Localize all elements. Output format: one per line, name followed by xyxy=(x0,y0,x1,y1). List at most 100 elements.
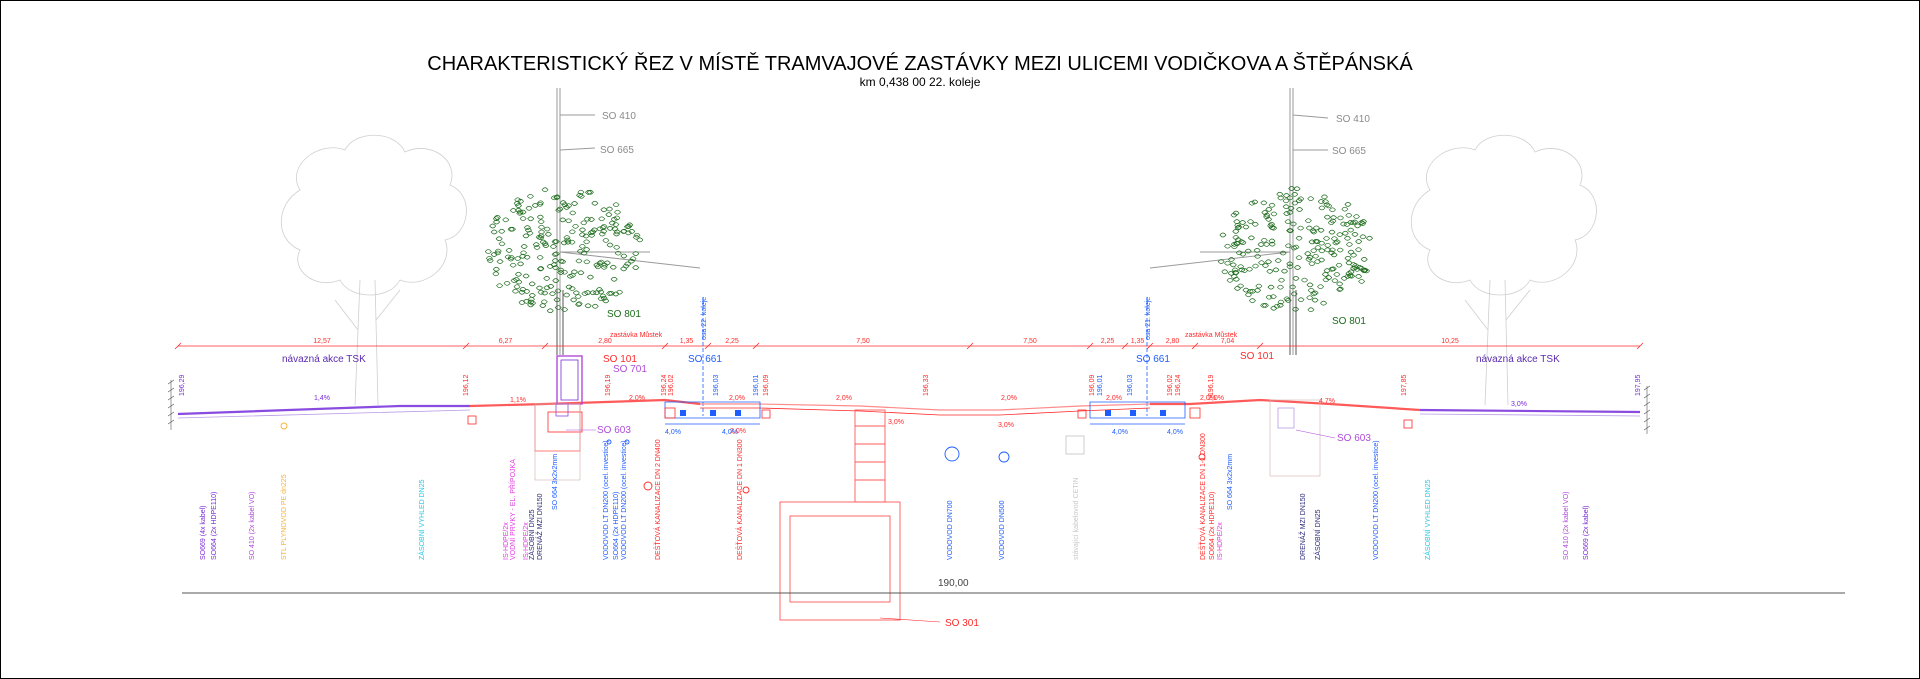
leaf xyxy=(585,190,593,195)
utility-label: VODOVOD DN500 xyxy=(999,500,1006,560)
leaf xyxy=(550,195,558,201)
leaf xyxy=(1346,273,1354,279)
leaf xyxy=(602,298,610,304)
label-so301: SO 301 xyxy=(945,618,979,629)
leaf xyxy=(568,229,576,235)
leaf xyxy=(578,232,586,238)
leaf xyxy=(1267,284,1275,290)
leaf xyxy=(570,269,578,275)
leaf xyxy=(1314,245,1322,250)
elevation-value: 196,01 xyxy=(1097,374,1104,396)
leaf xyxy=(563,235,571,240)
leaf xyxy=(1312,253,1320,259)
leaf xyxy=(1323,214,1331,220)
leaf xyxy=(1277,195,1285,201)
leaf xyxy=(1270,305,1278,311)
leaf xyxy=(1344,202,1352,207)
leaf xyxy=(1322,272,1329,277)
leaf xyxy=(527,299,535,305)
leaf xyxy=(498,228,506,234)
leaf xyxy=(1286,228,1294,233)
label-so661-left: SO 661 xyxy=(688,354,722,365)
dimension-tick xyxy=(661,342,669,350)
leaf xyxy=(1265,259,1272,265)
leaf xyxy=(1318,248,1326,254)
leaf xyxy=(518,300,526,305)
leaf xyxy=(1345,242,1353,247)
leaf xyxy=(1224,260,1232,266)
leaf xyxy=(537,266,545,271)
utility-label: DRENÁŽ MZI DN150 xyxy=(535,493,544,560)
leaf xyxy=(1329,218,1337,224)
slope-value: 1,4% xyxy=(314,395,330,402)
utility-label: VODOVOD DN700 xyxy=(947,500,954,560)
leaf xyxy=(1351,232,1359,237)
leaf xyxy=(513,201,521,206)
leaf xyxy=(1292,244,1300,250)
leaf xyxy=(600,264,608,270)
leaf xyxy=(1274,258,1282,263)
utility-label: SO669 (2x kabel) xyxy=(1583,506,1590,560)
leaf xyxy=(515,279,523,285)
leaf xyxy=(1290,245,1298,251)
leaf xyxy=(538,229,545,235)
leaf xyxy=(1268,238,1276,244)
utility-label: SO 664 3x2x2mm xyxy=(552,454,559,510)
leaf xyxy=(522,273,530,279)
utility-label: IS-HDPE/2x xyxy=(503,522,510,560)
label-so410-right: SO 410 xyxy=(1336,114,1370,125)
leaf xyxy=(549,291,556,297)
leaf xyxy=(1253,248,1261,253)
label-so801-left: SO 801 xyxy=(607,309,641,320)
leaf xyxy=(1318,205,1326,211)
leaf xyxy=(490,252,498,257)
leaf xyxy=(1301,277,1308,283)
leaf xyxy=(539,303,547,308)
leaf xyxy=(620,266,628,272)
slope-value: 2,0% xyxy=(1200,395,1216,402)
leaf xyxy=(609,264,617,270)
leaf xyxy=(1337,215,1344,221)
leaf xyxy=(493,215,501,220)
leaf xyxy=(556,206,564,212)
leaf xyxy=(528,281,536,287)
leaf xyxy=(575,302,583,307)
leaf xyxy=(527,302,535,308)
leaf xyxy=(507,226,515,232)
utility-label: VODOVOD LT DN200 (ocel. investice) xyxy=(603,440,610,560)
leaf xyxy=(568,286,576,291)
label-so603-right: SO 603 xyxy=(1337,433,1371,444)
dimension-value: 7,04 xyxy=(1221,338,1235,345)
utility-label: DEŠŤOVÁ KANALIZACE DN 1 DN300 xyxy=(735,439,744,560)
leaf xyxy=(1353,214,1360,219)
tree-left xyxy=(484,187,644,355)
leaf xyxy=(1307,307,1315,313)
leaf xyxy=(484,249,492,254)
leaf xyxy=(1355,239,1363,244)
utility-label: SO664 (2x HDPE110) xyxy=(211,492,218,560)
label-axis-21: osa 21. koleje xyxy=(1145,297,1152,340)
leaf xyxy=(572,223,579,229)
leaf xyxy=(583,239,591,245)
dimension-value: 2,25 xyxy=(1101,338,1115,345)
leaf xyxy=(541,290,549,296)
leaf xyxy=(537,233,545,239)
utility-label: SO 410 (2x kabel VO) xyxy=(249,492,256,560)
leaf xyxy=(1308,239,1316,245)
leaf xyxy=(610,276,618,282)
leaf xyxy=(1306,295,1314,301)
leaf xyxy=(1307,287,1315,293)
leaf xyxy=(540,299,548,305)
elevation-value: 196,03 xyxy=(713,374,720,396)
leaf xyxy=(492,271,500,277)
leaf xyxy=(1286,210,1294,215)
leaf xyxy=(1331,278,1339,284)
leaf xyxy=(563,292,571,298)
leaf xyxy=(520,244,528,249)
leaf xyxy=(1305,257,1313,262)
leaf xyxy=(1297,196,1305,202)
leaf xyxy=(568,239,576,245)
leaf xyxy=(1283,193,1290,198)
